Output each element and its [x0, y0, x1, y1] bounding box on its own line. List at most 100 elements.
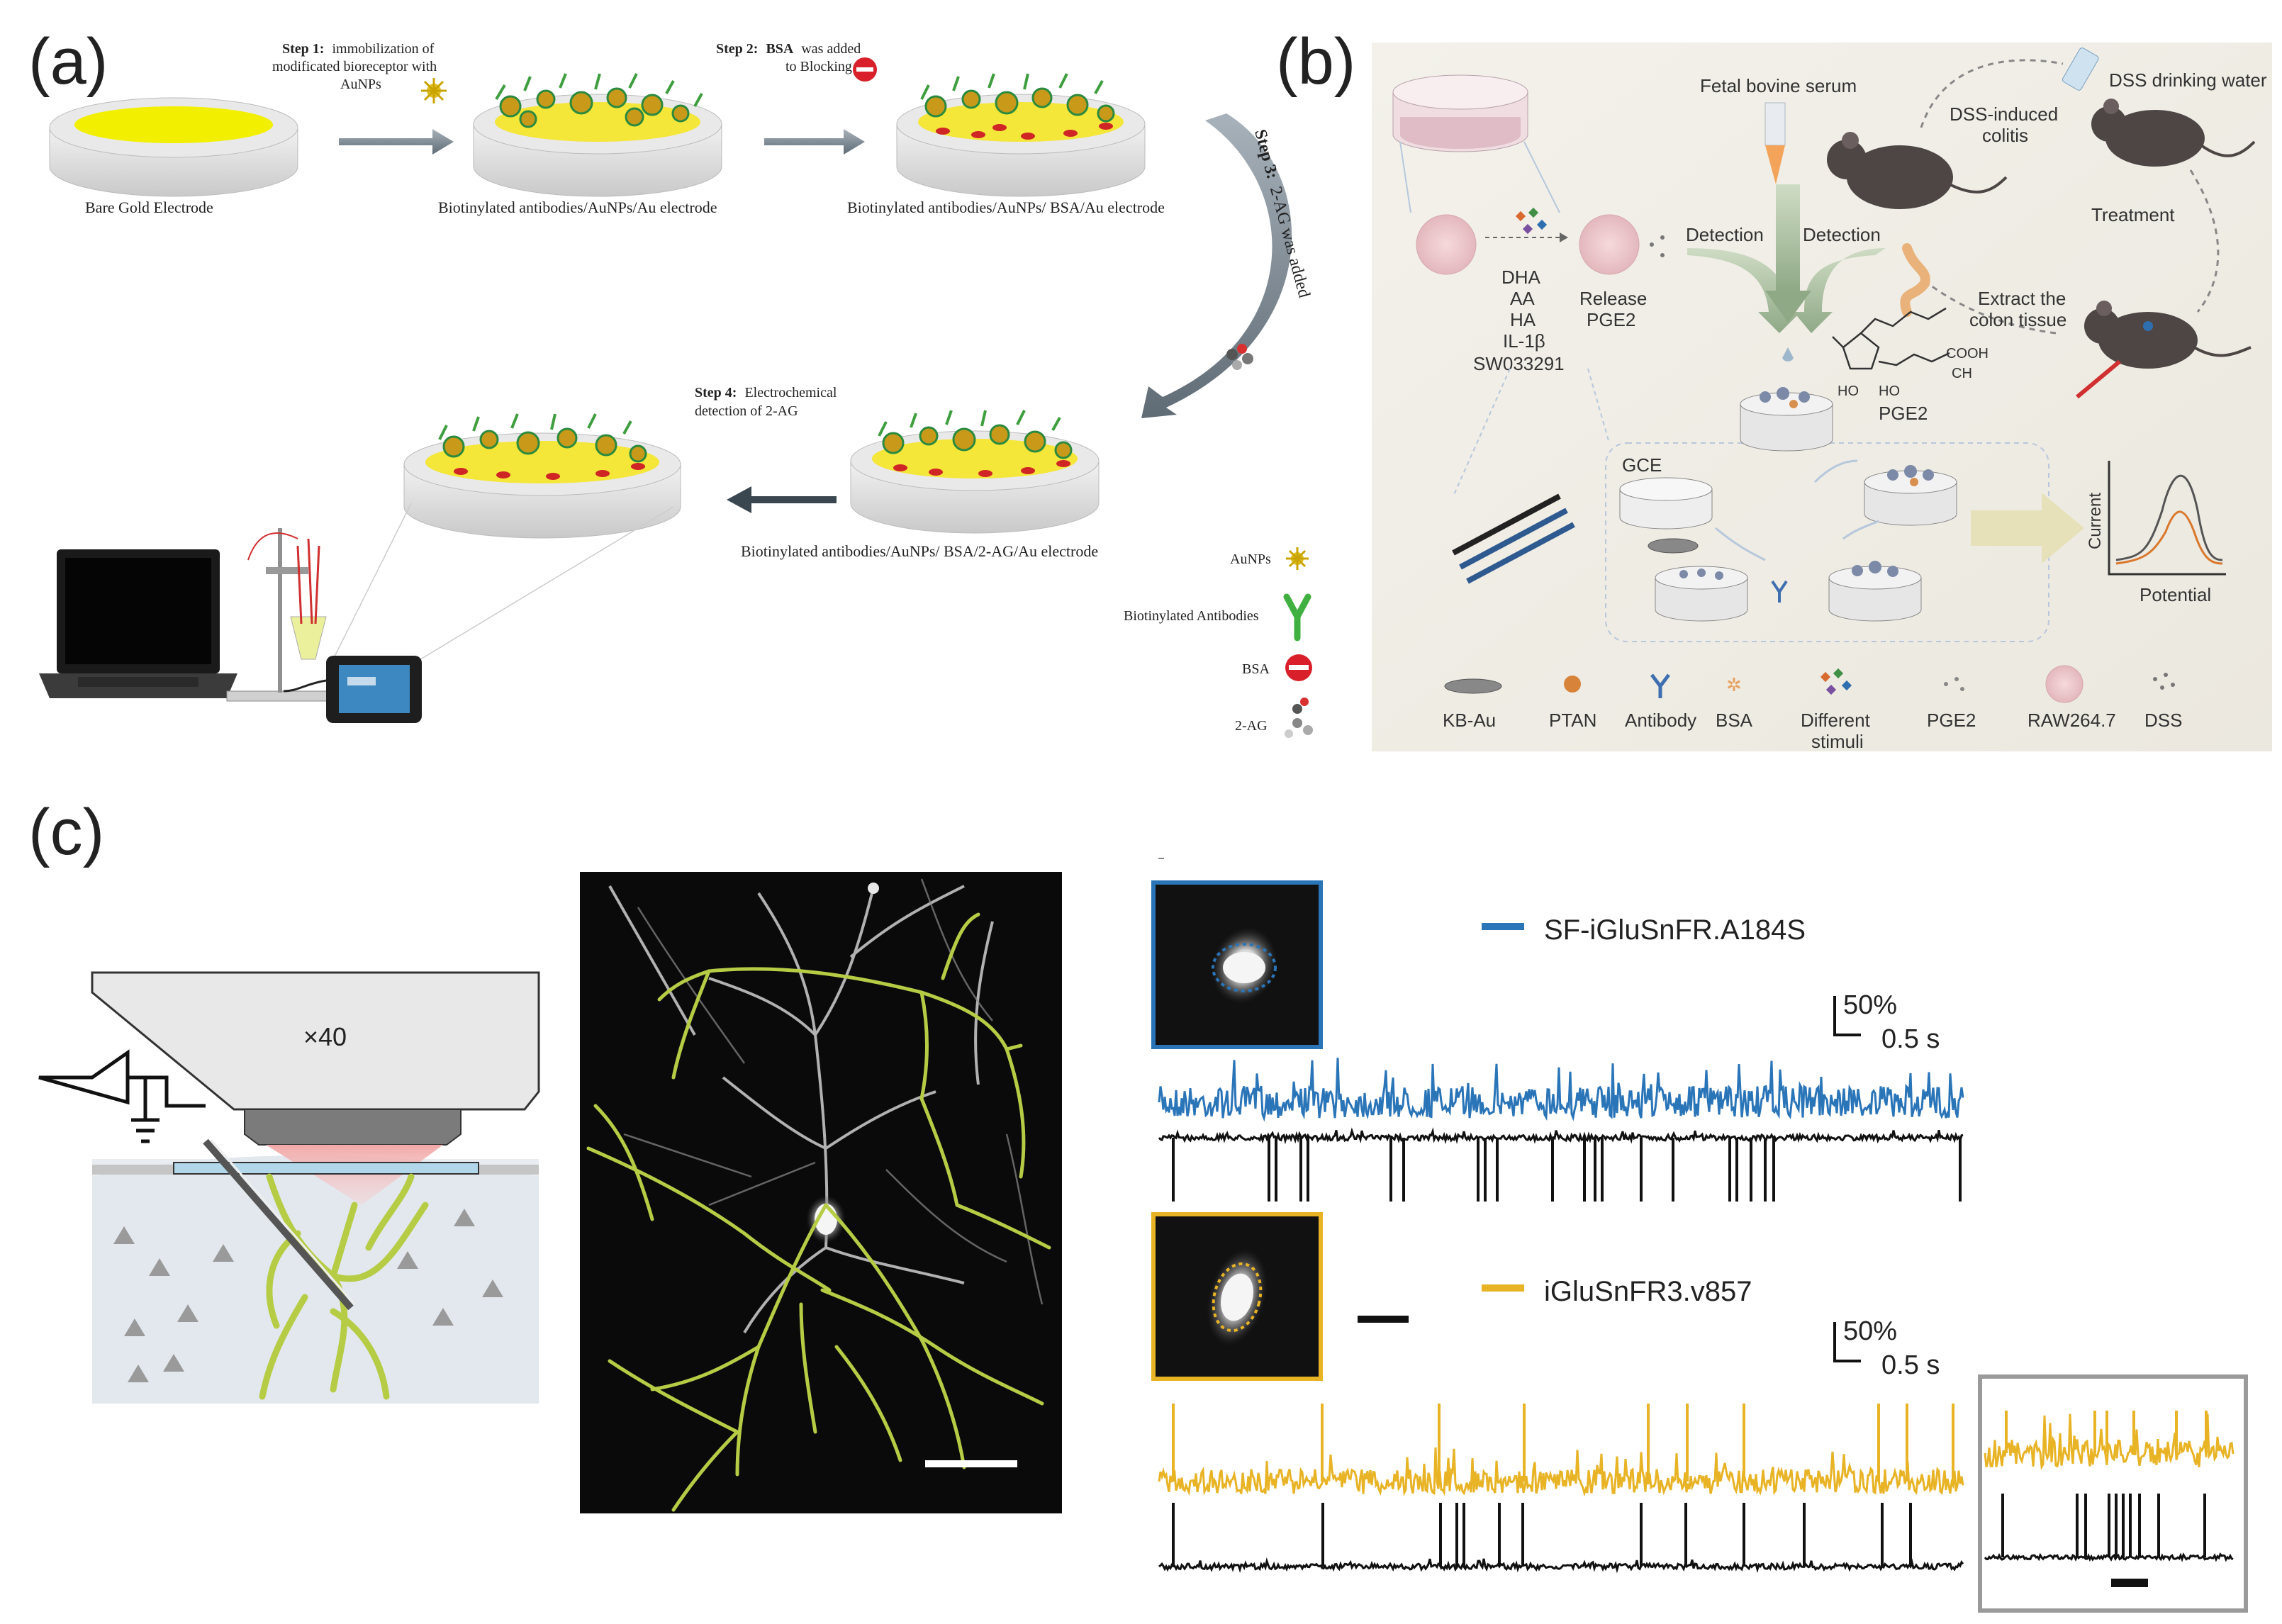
- trace-blue: [1158, 1058, 1964, 1122]
- electrode-dish-3: [896, 73, 1146, 197]
- cv-plot: [2108, 461, 2226, 576]
- recording-setup-schematic: [38, 971, 540, 1404]
- panel-c-label: (c): [28, 796, 104, 868]
- svg-text:Step 1: immobilization o: Step 1: immobilization of: [282, 41, 435, 57]
- dss-colitis-label-1: DSS-induced: [1950, 103, 2058, 125]
- cv-curve-gray: [2115, 474, 2223, 561]
- detection-left-label: Detection: [1686, 224, 1764, 245]
- electrode-3-label: Biotinylated antibodies/AuNPs/ BSA/Au el…: [847, 198, 1165, 216]
- extract-label-1: Extract the: [1978, 288, 2066, 309]
- stimulus-ha: HA: [1510, 309, 1536, 330]
- trace-yellow-zoom: [1984, 1411, 2235, 1471]
- electrode-cycle-region: [1605, 442, 2049, 642]
- legend-b-different: Different: [1801, 710, 1871, 731]
- cycle-arrow-3: [1928, 282, 2057, 335]
- panel-b-label: (b): [1276, 26, 1355, 98]
- detection-arrow-left: [1687, 248, 1801, 333]
- step1-title: Step 1:: [282, 41, 324, 57]
- legend-b-kbau: KB-Au: [1443, 710, 1496, 731]
- trace-yellow: [1158, 1404, 1964, 1497]
- stimulus-il1b: IL-1β: [1503, 330, 1545, 352]
- ho-label-2: HO: [1879, 383, 1900, 399]
- legend-a-bsa: BSA: [1242, 661, 1270, 677]
- sensor-1-label: SF-iGluSnFR.A184S: [1544, 914, 1806, 946]
- step4-text-1: Electrochemical: [744, 385, 837, 401]
- 2ag-molecule-icon: [1285, 698, 1313, 738]
- detection-arrow-right: [1794, 248, 1886, 333]
- extract-label-2: colon tissue: [1969, 309, 2066, 330]
- step2-text-1: was added: [801, 41, 861, 57]
- antibody-legend-icon: [1650, 673, 1670, 698]
- step4-title: Step 4:: [695, 385, 737, 401]
- aunp-icon: [1286, 547, 1309, 570]
- blocking-icon-step2: [853, 57, 877, 82]
- legend-b-pge2: PGE2: [1927, 710, 1976, 731]
- kbau-icon: [1444, 678, 1502, 694]
- legend-a-antibodies: Biotinylated Antibodies: [1124, 608, 1259, 624]
- bsa-icon: [1285, 654, 1312, 681]
- electrode-step-2: [1655, 566, 1748, 622]
- raw-cell-icon-2: [1579, 214, 1640, 275]
- trace-line: [1158, 1447, 1964, 1497]
- portable-potentiostat-icon: [283, 656, 422, 723]
- cycle-arrow-1: [1920, 59, 2064, 128]
- stimulus-sw033291: SW033291: [1473, 353, 1565, 374]
- current-axis-label: Current: [2086, 493, 2105, 549]
- arrow-step-1: [339, 129, 454, 155]
- trace-line: [1158, 1058, 1964, 1122]
- aunp-icon-step1: [421, 78, 447, 103]
- step1-text-3: AuNPs: [340, 77, 381, 92]
- cycle-arrow-2: [2189, 169, 2220, 313]
- detected-electrode: [1740, 387, 1833, 452]
- scale-2-pct: 50%: [1843, 1316, 1897, 1346]
- scale-1-pct: 50%: [1843, 990, 1897, 1020]
- svg-text:Step 4: Electrochemical: Step 4: Electrochemical: [695, 385, 837, 401]
- raw-cell-icon-1: [1416, 214, 1477, 275]
- sensor-2-label: iGluSnFR3.v857: [1544, 1276, 1752, 1307]
- legend-swatch-yellow: [1482, 1284, 1524, 1292]
- trace-black-2: [1158, 1503, 1964, 1574]
- culture-dish-icon: [1392, 74, 1528, 152]
- trace-line: [1158, 1557, 1964, 1574]
- bare-electrode-dish: [49, 97, 298, 197]
- gce-label: GCE: [1622, 454, 1662, 476]
- dss-colitis-label-2: colitis: [1982, 125, 2028, 146]
- panel-a-label: (a): [28, 26, 108, 98]
- panel-b: (b) Fetal bovine serum DSS-induced colit…: [1276, 26, 2272, 752]
- stimulus-aa: AA: [1510, 288, 1535, 309]
- arrow-step-2: [764, 129, 865, 155]
- objective-label: ×40: [303, 1022, 347, 1051]
- bottle-icon: [2062, 47, 2099, 91]
- panel-a: (a) Bare Gold Electrode Step 1: immobili…: [28, 26, 1314, 738]
- step2-bsa: BSA: [766, 41, 793, 57]
- stimulus-dha: DHA: [1501, 267, 1541, 288]
- detection-right-label: Detection: [1803, 224, 1881, 245]
- electrochemical-cell-icon: [226, 528, 334, 702]
- legend-b-stimuli: stimuli: [1811, 731, 1864, 752]
- dss-legend-icon: [2153, 673, 2175, 690]
- release-label-1: Release: [1579, 288, 1647, 309]
- antibody-small-icon: [1771, 580, 1788, 603]
- antibody-icon: [1283, 593, 1311, 642]
- 2ag-molecule-step3: [1226, 344, 1253, 370]
- neuron-micrograph: [580, 872, 1062, 1513]
- colon-tissue-icon: [1900, 243, 1930, 317]
- electrode-2-label: Biotinylated antibodies/AuNPs/Au electro…: [438, 198, 717, 216]
- trace-line: [1158, 1127, 1964, 1145]
- legend-b-raw: RAW264.7: [2027, 710, 2116, 731]
- scale-1-time: 0.5 s: [1881, 1024, 1940, 1054]
- bsa-legend-icon: ✲: [1726, 674, 1742, 695]
- arrow-step-4: [727, 486, 837, 513]
- release-label-2: PGE2: [1587, 309, 1635, 330]
- scale-bar-inset: [1358, 1316, 1409, 1323]
- mouse-icon-2: [2091, 99, 2256, 167]
- trace-line: [1984, 1413, 2235, 1471]
- trace-black-zoom: [1984, 1494, 2234, 1562]
- trace-black-1: [1158, 1127, 1964, 1202]
- treatment-label: Treatment: [2091, 204, 2175, 225]
- laptop-icon: [39, 549, 237, 698]
- fetal-serum-label: Fetal bovine serum: [1700, 75, 1857, 96]
- droplet-icon: [1782, 347, 1794, 362]
